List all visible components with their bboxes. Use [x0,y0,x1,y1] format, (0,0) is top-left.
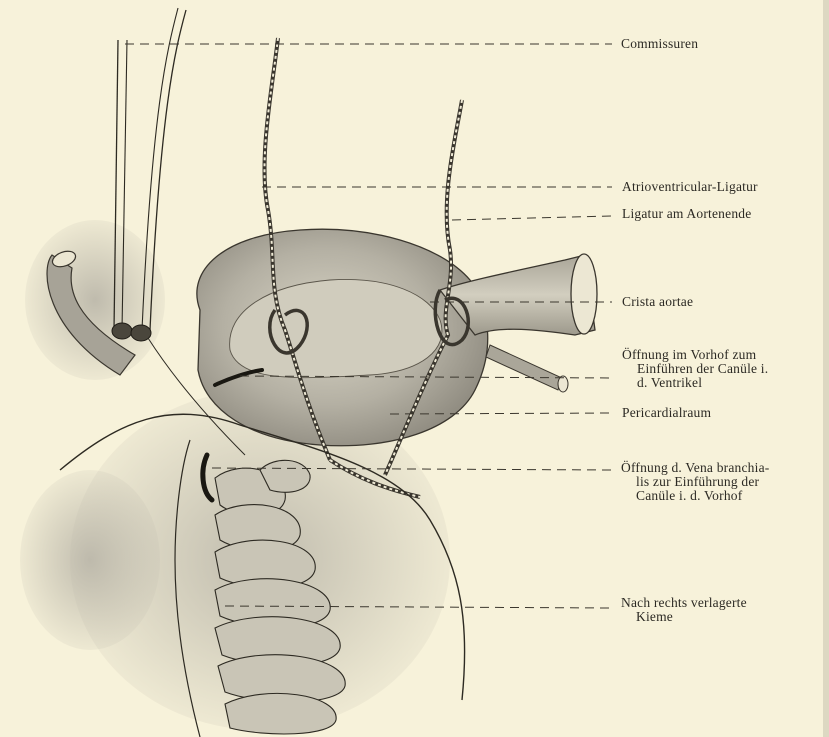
lower-left-shading [20,470,160,650]
label-commissuren: Commissuren [621,37,698,51]
commissure-knot-1 [112,323,132,339]
label-atrium-opening-line-2: Einführen der Canüle i. [622,362,768,376]
label-vena-branchialis-opening: Öffnung d. Vena branchia- lis zur Einfüh… [621,461,769,503]
label-kieme-line-2: Kieme [621,610,747,624]
side-vessel [486,345,562,390]
label-pericardialraum: Pericardialraum [622,406,711,420]
label-commissuren-text: Commissuren [621,37,698,51]
label-pericardial-text: Pericardialraum [622,406,711,420]
label-aorta-ligatur-text: Ligatur am Aortenende [622,207,751,221]
page-edge [823,0,829,737]
label-aortic-ligature: Ligatur am Aortenende [622,207,751,221]
label-atrium-opening-line-1: Öffnung im Vorhof zum [622,348,768,362]
label-crista-text: Crista aortae [622,295,693,309]
aorta-opening [571,254,597,334]
label-atrioventricular-ligatur: Atrioventricular-Ligatur [622,180,758,194]
label-vena-line-2: lis zur Einführung der [621,475,769,489]
label-av-ligatur-text: Atrioventricular-Ligatur [622,180,758,194]
label-displaced-gill: Nach rechts verlagerte Kieme [621,596,747,624]
label-vena-line-3: Canüle i. d. Vorhof [621,489,769,503]
side-vessel-opening [558,376,568,392]
label-vena-line-1: Öffnung d. Vena branchia- [621,461,769,475]
label-atrium-opening: Öffnung im Vorhof zum Einführen der Canü… [622,348,768,390]
label-atrium-opening-line-3: d. Ventrikel [622,376,768,390]
leader-aorta-ligatur [452,216,612,220]
label-kieme-line-1: Nach rechts verlagerte [621,596,747,610]
label-crista-aortae: Crista aortae [622,295,693,309]
